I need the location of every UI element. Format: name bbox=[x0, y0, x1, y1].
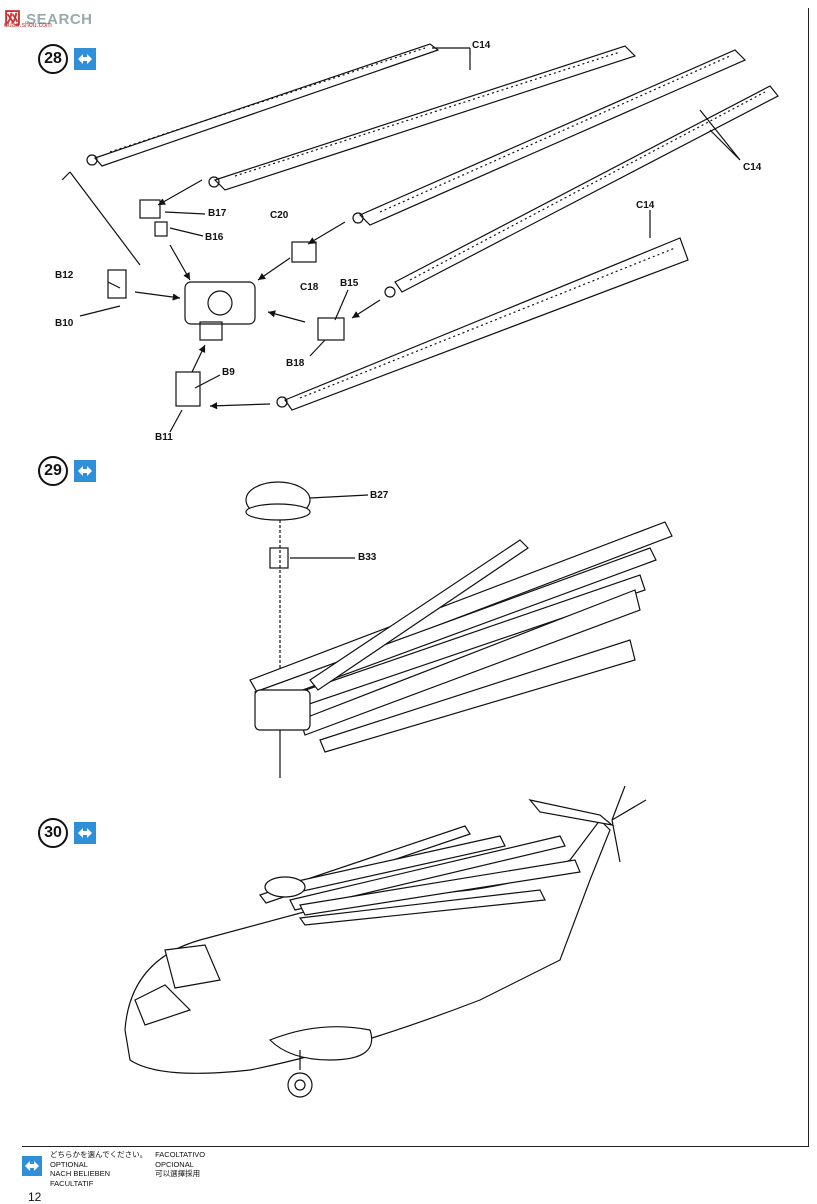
part-label-b11: B11 bbox=[155, 432, 173, 443]
watermark-sub: uuao.shou.com bbox=[4, 22, 52, 29]
part-label-b10: B10 bbox=[55, 318, 74, 329]
watermark: 网 SEARCH bbox=[4, 4, 93, 29]
legend-text: OPCIONAL bbox=[155, 1159, 194, 1169]
step-30-header: 30 bbox=[38, 818, 96, 848]
part-label-b15: B15 bbox=[340, 278, 359, 289]
part-label-c18: C18 bbox=[300, 282, 319, 293]
legend-text: NACH BELIEBEN bbox=[50, 1169, 111, 1178]
rotor-blade bbox=[394, 85, 779, 293]
rotor-blade bbox=[284, 237, 689, 411]
optional-arrow-icon bbox=[74, 460, 96, 482]
part-label-c20: C20 bbox=[270, 210, 289, 221]
rotor-blade-bundle bbox=[249, 521, 673, 753]
helicopter-fuselage bbox=[124, 785, 647, 1098]
optional-legend: どちらかを選んでください。 OPTIONAL NACH BELIEBEN FAC… bbox=[22, 1150, 205, 1188]
part-label-b27: B27 bbox=[370, 490, 389, 501]
part-label-b18: B18 bbox=[286, 358, 305, 369]
rotor-blade bbox=[358, 49, 747, 226]
rotor-blade bbox=[93, 43, 440, 167]
legend-col-2: FACOLTATIVO OPCIONAL 可以選擇採用 bbox=[155, 1150, 205, 1188]
step-28-header: 28 bbox=[38, 44, 96, 74]
part-label-c14: C14 bbox=[743, 162, 762, 173]
legend-text: 可以選擇採用 bbox=[155, 1169, 201, 1178]
legend-col-1: どちらかを選んでください。 OPTIONAL NACH BELIEBEN FAC… bbox=[50, 1150, 147, 1188]
optional-arrow-icon bbox=[22, 1156, 42, 1176]
step-number: 30 bbox=[38, 818, 68, 848]
step-29-header: 29 bbox=[38, 456, 96, 486]
page-number: 12 bbox=[28, 1190, 42, 1204]
part-label-b9: B9 bbox=[222, 367, 235, 378]
rotor-blade bbox=[213, 45, 637, 191]
watermark-logo: 网 bbox=[4, 9, 22, 28]
part-label-b17: B17 bbox=[208, 208, 227, 219]
helicopter-rotor bbox=[259, 825, 581, 926]
part-label-c14: C14 bbox=[636, 200, 655, 211]
part-label-b12: B12 bbox=[55, 270, 74, 281]
rotor-cap bbox=[245, 481, 311, 521]
page-frame bbox=[22, 8, 809, 1147]
legend-text: FACOLTATIVO bbox=[155, 1150, 206, 1159]
legend-text: OPTIONAL bbox=[50, 1159, 88, 1169]
part-label-c14: C14 bbox=[472, 40, 491, 51]
step-number: 29 bbox=[38, 456, 68, 486]
legend-text: FACULTATIF bbox=[50, 1178, 94, 1188]
optional-arrow-icon bbox=[74, 48, 96, 70]
optional-arrow-icon bbox=[74, 822, 96, 844]
legend-text: どちらかを選んでください。 bbox=[50, 1150, 148, 1159]
step-number: 28 bbox=[38, 44, 68, 74]
part-label-b33: B33 bbox=[358, 552, 377, 563]
watermark-text: SEARCH bbox=[26, 11, 93, 28]
part-label-b16: B16 bbox=[205, 232, 224, 243]
